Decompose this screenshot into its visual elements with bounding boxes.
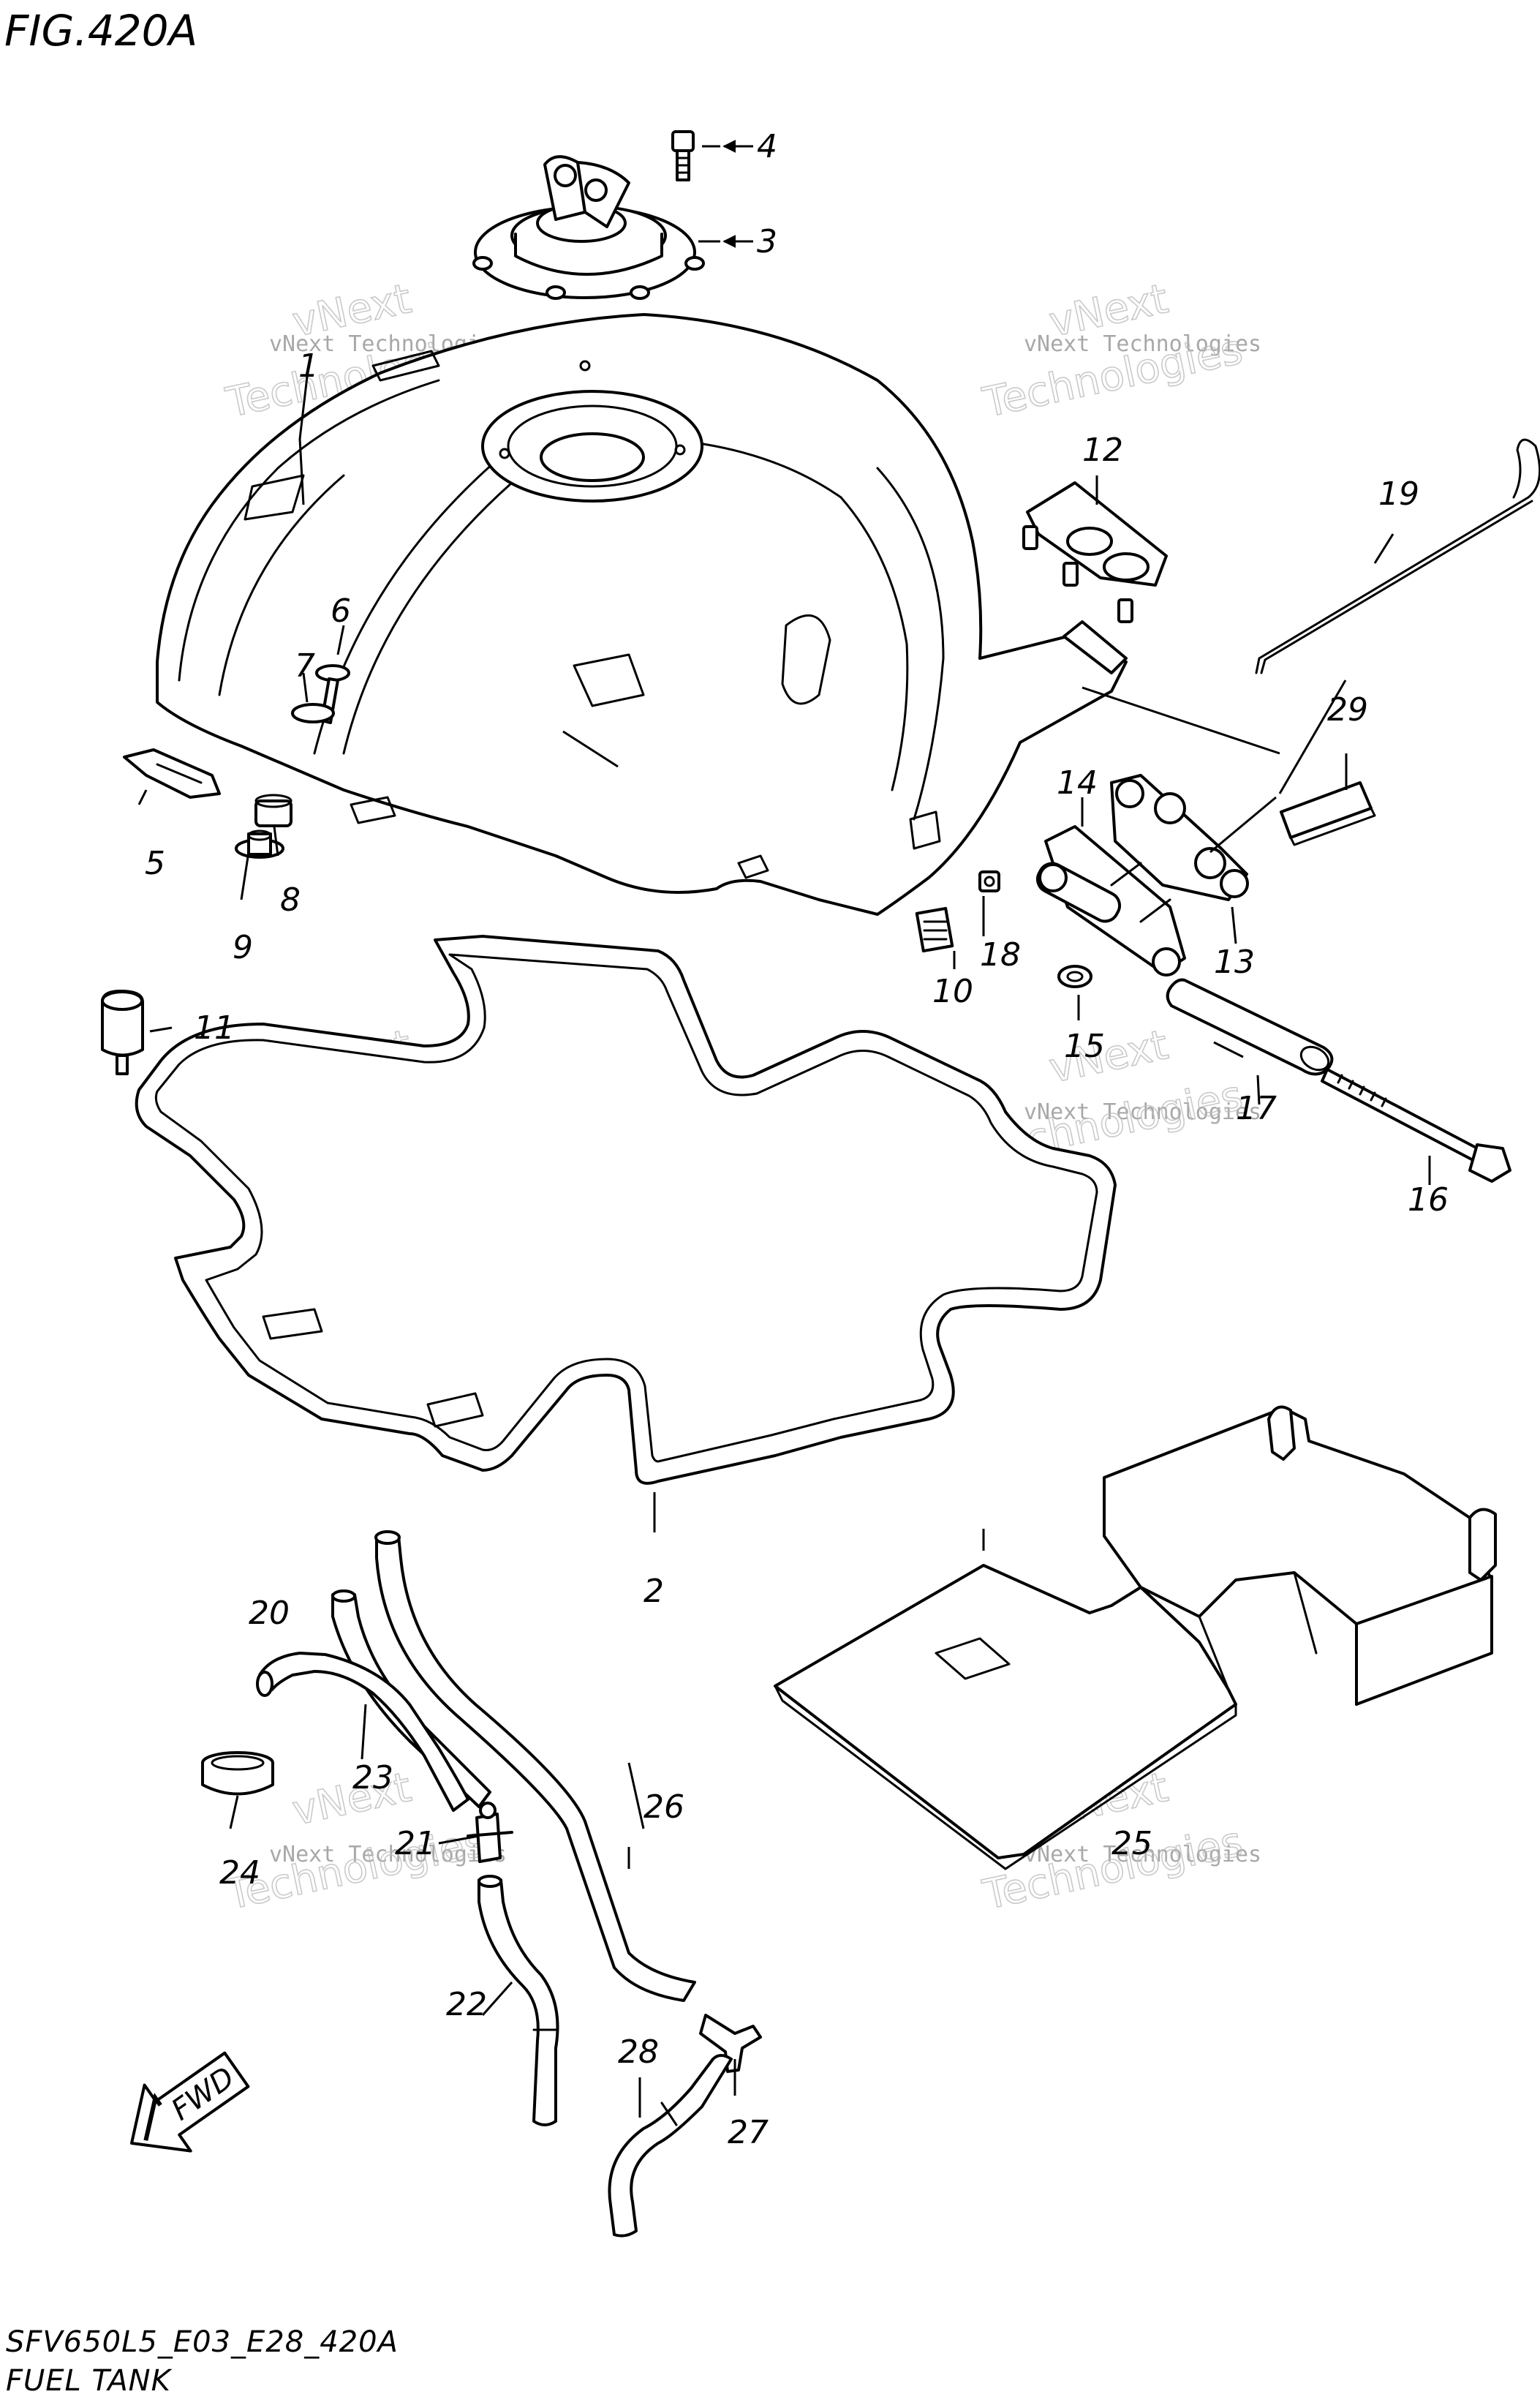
part-17-collar: [1166, 978, 1334, 1076]
part-5-bracket: [123, 748, 221, 799]
svg-text:Technologies: Technologies: [222, 1818, 489, 1919]
part-27-tee: [699, 2014, 762, 2073]
callout-9: 9: [233, 929, 253, 966]
figure-title: FIG.420A: [4, 6, 197, 56]
callout-15: 15: [1064, 1028, 1105, 1065]
part-14-hinge-bracket: [1035, 825, 1186, 977]
callout-labels: 1 2 3 4 5 6 7 8 9 10 11 12 13 14 15 16 1…: [145, 128, 1449, 2151]
part-25-heat-shield: [774, 1405, 1497, 1870]
callout-27: 27: [728, 2114, 769, 2151]
callout-3: 3: [757, 223, 777, 260]
part-23-hose: [256, 1652, 469, 1812]
callout-16: 16: [1408, 1181, 1449, 1219]
callout-11: 11: [194, 1009, 235, 1047]
part-11-damper: [101, 990, 144, 1075]
callout-28: 28: [618, 2033, 659, 2071]
forward-arrow-icon: [130, 2051, 250, 2153]
callout-8: 8: [280, 881, 301, 919]
callout-4: 4: [757, 128, 777, 165]
callout-17: 17: [1236, 1090, 1277, 1127]
part-10-label: [915, 906, 954, 953]
callout-13: 13: [1214, 944, 1255, 981]
callout-10: 10: [932, 973, 973, 1010]
part-13-damper-plate: [1110, 774, 1249, 901]
callout-7: 7: [295, 647, 315, 685]
callout-18: 18: [980, 936, 1021, 974]
part-2-insulator: [135, 935, 1117, 1485]
leader-lines: [137, 145, 1431, 2118]
svg-text:vNext Technologies: vNext Technologies: [1024, 1842, 1261, 1867]
part-7-washer: [291, 703, 335, 723]
part-21-joint: [467, 1802, 513, 1863]
model-code: SFV650L5_E03_E28_420A: [6, 2325, 399, 2359]
callout-20: 20: [249, 1595, 290, 1632]
part-28-hose: [608, 2054, 733, 2238]
part-9-collar: [235, 829, 284, 859]
part-19-hook: [1255, 438, 1540, 674]
callout-12: 12: [1082, 432, 1123, 469]
svg-text:vNext Technologies: vNext Technologies: [1024, 331, 1261, 357]
callout-5: 5: [145, 845, 165, 882]
part-18-clip: [978, 870, 1000, 892]
callout-19: 19: [1378, 475, 1419, 513]
callout-arrows: [722, 140, 753, 248]
callout-1: 1: [298, 347, 319, 385]
fwd-direction-indicator: FWD: [108, 2051, 250, 2176]
part-26-hose: [374, 1530, 696, 2002]
callout-25: 25: [1111, 1825, 1152, 1862]
callout-6: 6: [331, 592, 351, 630]
callout-24: 24: [219, 1854, 260, 1892]
part-8-grommet: [254, 794, 292, 827]
callout-2: 2: [643, 1573, 664, 1610]
part-24-clamp: [201, 1751, 274, 1796]
part-3-fuel-cap: [472, 155, 705, 300]
svg-text:vNext Technologies: vNext Technologies: [1024, 1099, 1261, 1125]
part-4-bolt: [671, 130, 695, 181]
callout-29: 29: [1327, 691, 1368, 729]
part-1-fuel-tank: [156, 313, 1128, 916]
callout-26: 26: [643, 1788, 684, 1826]
callout-22: 22: [446, 1986, 487, 2023]
part-16-bolt: [1321, 1068, 1511, 1183]
watermark-top-right: vNext vNext Technologies Technologies: [978, 274, 1261, 427]
part-15-nut: [1057, 965, 1092, 988]
part-12-bracket: [1022, 481, 1168, 623]
callout-23: 23: [352, 1759, 393, 1796]
callout-21: 21: [395, 1825, 436, 1862]
part-22-hose: [478, 1875, 559, 2126]
svg-text:vNext Technologies: vNext Technologies: [269, 1842, 507, 1867]
figure-caption: FUEL TANK: [6, 2364, 173, 2397]
callout-14: 14: [1057, 764, 1098, 802]
part-29-pad: [1280, 781, 1376, 846]
